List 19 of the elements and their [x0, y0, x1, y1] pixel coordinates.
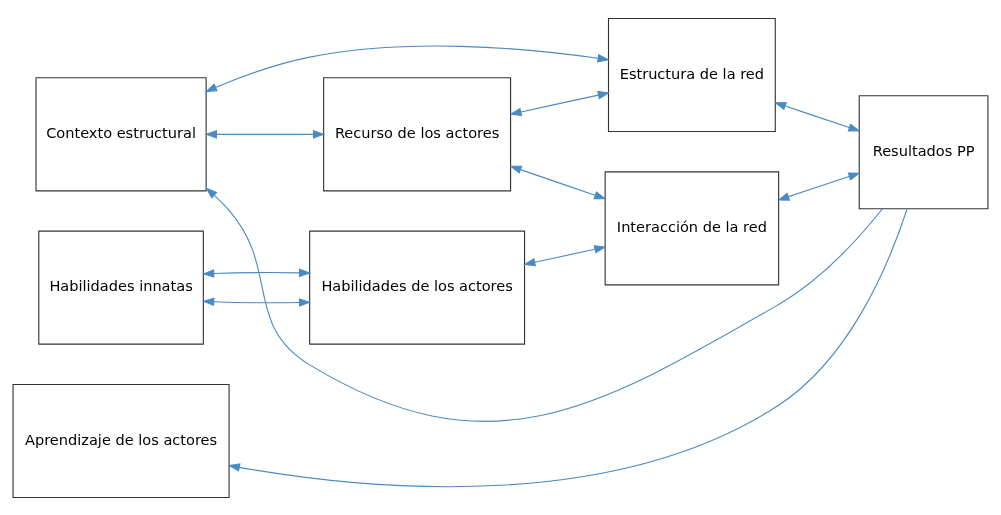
arrow [523, 244, 607, 266]
arrow [509, 165, 607, 199]
arrow [227, 208, 908, 487]
arrow [777, 172, 861, 201]
node-box: Habilidades de los actores [309, 230, 526, 345]
arrow [509, 90, 611, 116]
node-box: Interacción de la red [604, 170, 780, 285]
node-box: Contexto estructural [35, 76, 207, 191]
arrow [201, 268, 312, 278]
node-box: Resultados PP [858, 94, 989, 209]
arrow [201, 297, 312, 307]
node-box: Estructura de la red [607, 17, 776, 132]
arrow [204, 44, 610, 92]
node-box: Aprendizaje de los actores [12, 383, 230, 498]
arrow [205, 186, 883, 422]
node-box: Habilidades innatas [38, 230, 204, 345]
arrow [773, 101, 861, 132]
node-box: Recurso de los actores [323, 76, 512, 191]
arrow [204, 129, 326, 139]
